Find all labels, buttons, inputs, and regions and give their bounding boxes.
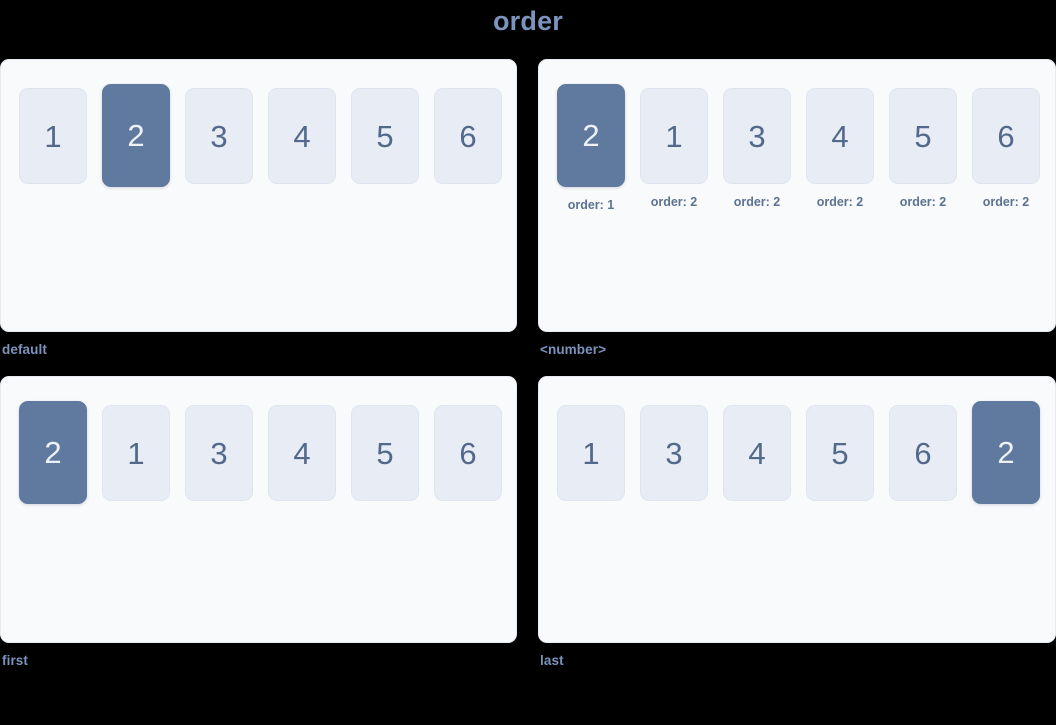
flex-item: 2 [972,401,1040,504]
flex-item: 3 order: 2 [723,84,791,210]
flex-item: 1 [557,401,625,501]
flex-item-box[interactable]: 4 [723,405,791,501]
flex-item: 3 [640,401,708,501]
flex-item: 6 order: 2 [972,84,1040,210]
page-title: order [492,6,564,36]
flex-item: 1 order: 2 [640,84,708,210]
flex-container-number: 2 order: 1 1 order: 2 3 order: 2 4 order: 2 5 ord… [538,59,1056,332]
flex-item-box[interactable]: 6 [972,88,1040,184]
flex-item-box[interactable]: 3 [185,405,253,501]
panel-caption-first: first [2,653,29,668]
flex-item-box[interactable]: 6 [434,405,502,501]
flex-item: 5 [351,84,419,184]
flex-item-box-highlighted[interactable]: 2 [19,401,87,504]
item-track-number: 2 order: 1 1 order: 2 3 order: 2 4 order: 2 5 ord… [557,84,1040,213]
flex-item-box[interactable]: 3 [723,88,791,184]
flex-item-box[interactable]: 5 [806,405,874,501]
flex-item-box[interactable]: 4 [806,88,874,184]
flex-item: 4 [268,401,336,501]
flex-item: 5 order: 2 [889,84,957,210]
flex-item: 6 [434,401,502,501]
flex-item-box[interactable]: 1 [640,88,708,184]
order-value-label: order: 1 [567,198,615,212]
flex-item-box[interactable]: 4 [268,88,336,184]
flex-item-box[interactable]: 5 [351,88,419,184]
flex-item-box-highlighted[interactable]: 2 [557,84,625,187]
flex-item: 5 [351,401,419,501]
flex-item: 3 [185,401,253,501]
order-value-label: order: 2 [899,195,947,209]
panel-caption-number: <number> [540,342,607,357]
flex-item-box-highlighted[interactable]: 2 [972,401,1040,504]
order-value-label: order: 2 [650,195,698,209]
order-value-label: order: 2 [816,195,864,209]
flex-item-box[interactable]: 3 [640,405,708,501]
flex-item: 2 [102,84,170,187]
flex-item: 5 [806,401,874,501]
panel-caption-default: default [2,342,47,357]
demo-number: 2 order: 1 1 order: 2 3 order: 2 4 order: 2 5 ord… [538,59,1056,376]
flex-item: 4 [268,84,336,184]
flex-item-box-highlighted[interactable]: 2 [102,84,170,187]
flex-item: 2 order: 1 [557,84,625,213]
flex-item: 6 [434,84,502,184]
flex-item-box[interactable]: 6 [434,88,502,184]
flex-item-box[interactable]: 6 [889,405,957,501]
flex-item: 3 [185,84,253,184]
panel-caption-last: last [540,653,564,668]
flex-item: 2 [19,401,87,504]
flex-item-box[interactable]: 1 [19,88,87,184]
flex-item: 6 [889,401,957,501]
order-value-label: order: 2 [733,195,781,209]
flex-item: 4 order: 2 [806,84,874,210]
flex-item-box[interactable]: 5 [889,88,957,184]
flex-item: 1 [102,401,170,501]
flex-item-box[interactable]: 1 [557,405,625,501]
flex-item: 4 [723,401,791,501]
flex-item-box[interactable]: 4 [268,405,336,501]
flex-item: 1 [19,84,87,184]
order-value-label: order: 2 [982,195,1030,209]
flex-item-box[interactable]: 3 [185,88,253,184]
flex-item-box[interactable]: 5 [351,405,419,501]
flex-item-box[interactable]: 1 [102,405,170,501]
